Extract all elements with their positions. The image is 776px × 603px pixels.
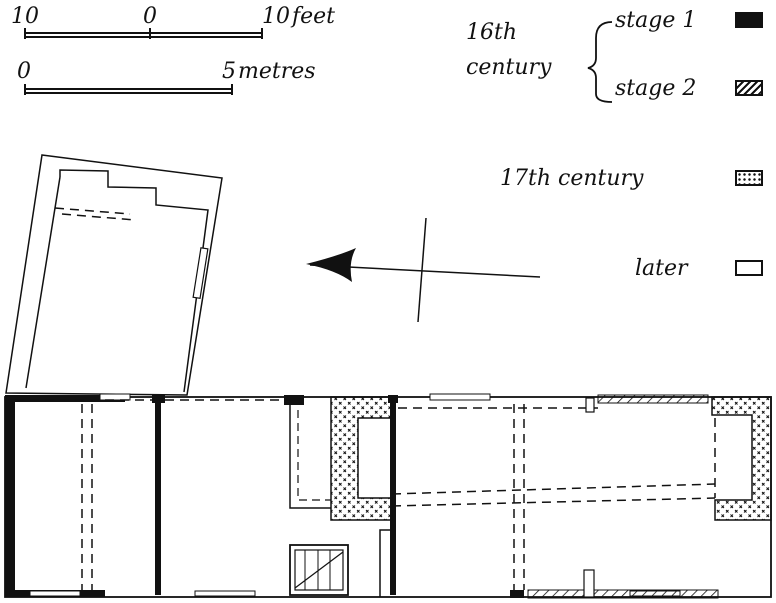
scale-metres-right-label: 5 — [222, 59, 236, 84]
scale-feet-unit-label: feet — [292, 4, 336, 29]
scale-metres-left-label: 0 — [17, 59, 31, 84]
staircase — [289, 544, 349, 596]
legend-17th-century-label: 17th century — [500, 166, 644, 191]
north-arrow — [306, 217, 541, 323]
swatch-17th-century — [735, 170, 763, 186]
legend-later-label: later — [635, 256, 688, 281]
legend-brace — [587, 21, 613, 103]
scale-bar-metres — [24, 84, 233, 95]
north-wing — [5, 154, 223, 396]
scale-feet-mid-label: 0 — [143, 4, 157, 29]
main-range — [4, 393, 772, 599]
legend-16th-label: 16th — [466, 20, 518, 45]
scale-feet-right-label: 10 — [262, 4, 290, 29]
legend-stage2-label: stage 2 — [615, 76, 697, 101]
legend-century-label: century — [466, 55, 552, 80]
scale-metres-unit-label: metres — [238, 59, 316, 84]
scale-bar-feet — [24, 28, 263, 39]
scale-feet-left-label: 10 — [11, 4, 39, 29]
swatch-stage2 — [735, 80, 763, 96]
legend-stage1-label: stage 1 — [615, 8, 697, 33]
swatch-stage1 — [735, 12, 763, 28]
swatch-later — [735, 260, 763, 276]
